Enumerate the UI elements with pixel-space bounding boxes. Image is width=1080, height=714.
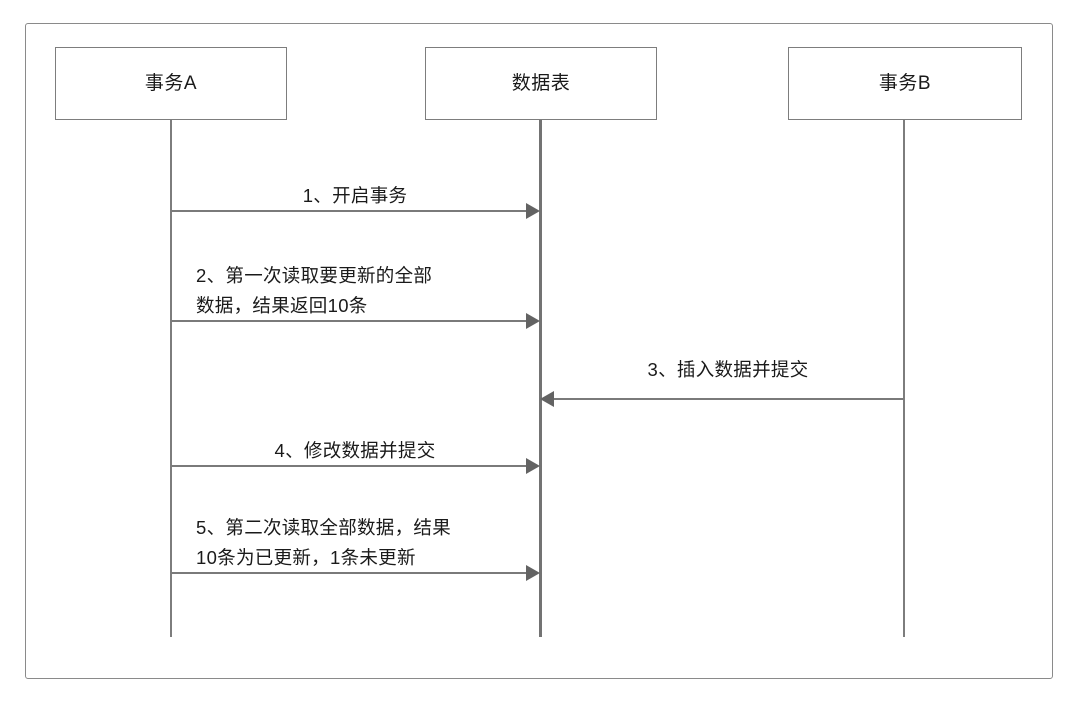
message-label-1: 1、开启事务 bbox=[302, 185, 408, 206]
participant-label-txn-a: 事务A bbox=[144, 73, 198, 94]
message-line-1 bbox=[171, 210, 527, 212]
participant-label-txn-b: 事务B bbox=[878, 73, 932, 94]
message-line-5 bbox=[171, 572, 527, 574]
participant-label-data-table: 数据表 bbox=[511, 73, 571, 94]
message-line-4 bbox=[171, 465, 527, 467]
participant-box-data-table[interactable]: 数据表 bbox=[425, 47, 657, 120]
lifeline-txn-a bbox=[170, 120, 172, 637]
lifeline-data-table bbox=[539, 120, 542, 637]
message-arrowhead-2 bbox=[526, 313, 540, 329]
message-label-2: 2、第一次读取要更新的全部 数据，结果返回10条 bbox=[196, 265, 433, 316]
participant-box-txn-b[interactable]: 事务B bbox=[788, 47, 1022, 120]
message-arrowhead-5 bbox=[526, 565, 540, 581]
message-label-4: 4、修改数据并提交 bbox=[274, 440, 436, 461]
message-line-2 bbox=[171, 320, 527, 322]
participant-box-txn-a[interactable]: 事务A bbox=[55, 47, 287, 120]
message-arrowhead-4 bbox=[526, 458, 540, 474]
message-label-5: 5、第二次读取全部数据，结果 10条为已更新，1条未更新 bbox=[196, 517, 451, 568]
message-line-3 bbox=[554, 398, 904, 400]
message-label-3: 3、插入数据并提交 bbox=[647, 359, 809, 380]
message-arrowhead-1 bbox=[526, 203, 540, 219]
message-arrowhead-3 bbox=[540, 391, 554, 407]
diagram-frame bbox=[25, 23, 1053, 679]
lifeline-txn-b bbox=[903, 120, 905, 637]
